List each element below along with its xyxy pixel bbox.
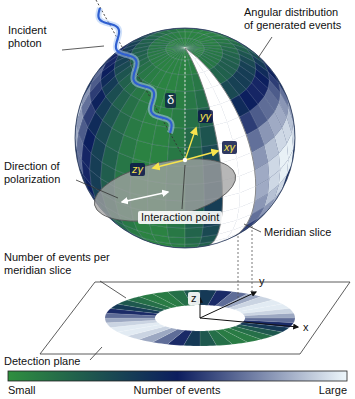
sphere-cell bbox=[167, 227, 185, 237]
sphere-cell bbox=[185, 60, 192, 75]
reference-line bbox=[185, 56, 186, 160]
axis-label: z bbox=[188, 292, 200, 305]
sphere-cell bbox=[178, 48, 185, 60]
sphere-cell bbox=[178, 60, 185, 75]
scale-label: Small bbox=[8, 384, 36, 397]
callout-label: Detection plane bbox=[4, 355, 80, 368]
sphere-overlay bbox=[89, 0, 241, 232]
sphere-cell bbox=[185, 227, 203, 237]
sphere-cell bbox=[175, 75, 185, 92]
callout-label: Number of events per meridian slice bbox=[4, 251, 116, 276]
scale-label: Large bbox=[319, 384, 347, 397]
leader-line bbox=[76, 180, 118, 198]
sphere-cell bbox=[161, 90, 176, 109]
x-axis bbox=[200, 318, 298, 327]
photon-wave-line bbox=[98, 8, 171, 133]
polarization-plane bbox=[89, 148, 241, 233]
color-bar-rect bbox=[8, 371, 347, 381]
detection-plane bbox=[40, 282, 350, 354]
leader-line bbox=[100, 281, 126, 298]
leader-line bbox=[90, 347, 102, 360]
callout-label: Interaction point bbox=[138, 211, 222, 224]
sphere-cell bbox=[197, 107, 214, 128]
leader-line bbox=[182, 165, 185, 209]
callout-label: Direction of polarization bbox=[4, 160, 76, 185]
sphere-cell bbox=[175, 48, 185, 60]
plane-outline bbox=[40, 282, 350, 354]
axis-label: x bbox=[303, 321, 309, 334]
axis-label: zγ bbox=[130, 163, 145, 176]
photon-glow bbox=[98, 8, 171, 133]
leader-line bbox=[244, 224, 261, 232]
event-sphere bbox=[75, 28, 295, 248]
ring-segment bbox=[244, 313, 295, 318]
photon-path bbox=[96, 0, 185, 160]
sphere-cell bbox=[185, 91, 197, 109]
leader-line bbox=[62, 46, 104, 50]
polarization-arrow bbox=[122, 192, 168, 202]
callout-label: Meridian slice bbox=[264, 226, 331, 239]
axis-label: yγ bbox=[198, 110, 213, 123]
sphere-outline bbox=[75, 28, 295, 248]
sphere-cell bbox=[152, 125, 170, 146]
sphere-cell bbox=[168, 237, 185, 244]
photon-wave bbox=[98, 8, 171, 133]
callout-label: Angular distribution of generated events bbox=[244, 6, 350, 31]
z-gamma-axis bbox=[153, 160, 185, 168]
axis-label: xγ bbox=[222, 141, 237, 154]
y-axis bbox=[200, 292, 256, 318]
sphere-cell bbox=[185, 75, 195, 92]
ring-segment bbox=[105, 318, 156, 323]
z-axis bbox=[200, 298, 201, 318]
ring-segment bbox=[200, 331, 216, 346]
plane-axes bbox=[200, 292, 298, 327]
sphere-cell bbox=[182, 48, 185, 60]
color-bar bbox=[8, 371, 347, 381]
angle-symbol: δ bbox=[165, 93, 176, 108]
x-gamma-axis bbox=[185, 151, 218, 160]
sphere-base bbox=[75, 28, 295, 248]
sphere-cell bbox=[185, 237, 202, 244]
ring-segment bbox=[184, 290, 200, 305]
leader-line bbox=[258, 37, 272, 58]
leader-lines bbox=[62, 37, 272, 360]
y-gamma-axis bbox=[185, 128, 196, 160]
callout-label: Incident photon bbox=[8, 24, 66, 49]
axis-label: y bbox=[259, 275, 265, 288]
scale-label: Number of events bbox=[134, 384, 221, 397]
projection-line bbox=[238, 224, 239, 298]
interaction-point bbox=[183, 158, 187, 162]
